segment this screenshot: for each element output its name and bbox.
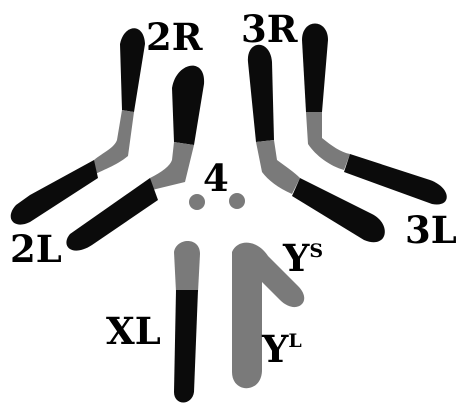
label-xl: XL (106, 309, 161, 353)
label-4: 4 (203, 156, 229, 200)
chromosome-3-right-arm-inner-centromere (256, 140, 300, 194)
label-ys-base: Y (282, 236, 310, 280)
chromosome-x-tip (174, 241, 200, 292)
label-2l: 2L (10, 227, 62, 271)
chromosome-3-left-arm-inner (292, 178, 385, 242)
label-ys: YS (282, 236, 323, 280)
label-yl-base: Y (261, 327, 289, 371)
chromosome-3-left-arm-outer (344, 154, 447, 205)
chromosome-3-right-arm-outer (302, 24, 328, 113)
label-2r: 2R (146, 15, 203, 59)
label-yl: YL (261, 327, 302, 371)
chromosome-2-right-arm-inner (172, 66, 204, 145)
chromosome-x (174, 241, 200, 403)
chromosome-3-right-arm-inner (248, 45, 274, 142)
label-yl-superscript: L (288, 330, 301, 352)
chromosome-2-right-arm-outer (120, 28, 145, 112)
label-ys-superscript: S (309, 240, 323, 262)
chromosome-2-right-arm-outer-centromere (92, 110, 134, 176)
chromosome-2 (11, 28, 204, 250)
label-3r: 3R (241, 7, 298, 51)
chromosome-2-right-arm-inner-centromere (150, 142, 194, 190)
chromosome-2-left-arm-outer (11, 160, 98, 225)
label-3l: 3L (405, 208, 456, 252)
chromosome-3-right-arm-outer-centromere (306, 112, 350, 170)
chromosome-x-left-arm (174, 290, 198, 403)
chromosome-4-dot-right (229, 193, 245, 209)
